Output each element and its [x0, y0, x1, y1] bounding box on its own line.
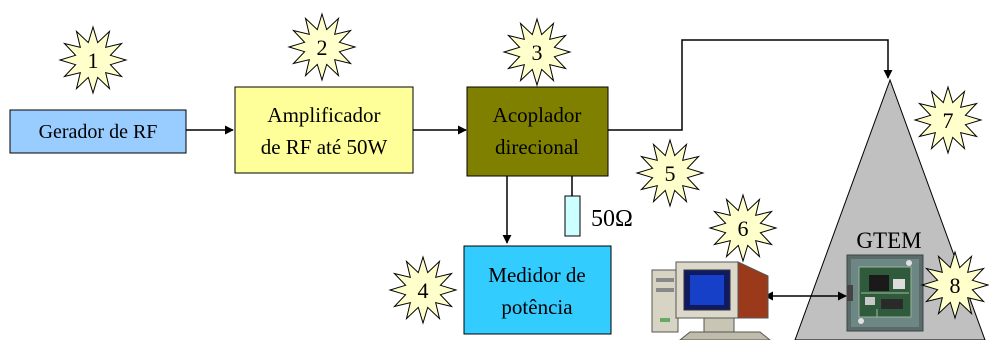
amplifier-label-line1: Amplificador [267, 103, 380, 127]
starburst-number: 4 [418, 278, 429, 303]
power-meter-block [463, 245, 612, 335]
amplifier-block [234, 86, 414, 174]
amplifier-label-line2: de RF até 50W [261, 135, 388, 159]
starburst-7: 7 [913, 85, 983, 155]
power-meter-label-line1: Medidor de [488, 263, 585, 287]
coupler-block [466, 86, 609, 177]
coupler-label-line2: direcional [495, 135, 579, 159]
starburst-number: 5 [665, 161, 676, 186]
load-label: 50Ω [591, 206, 633, 232]
computer-icon [651, 261, 771, 340]
starburst-6: 6 [708, 193, 778, 263]
starburst-4: 4 [388, 255, 458, 325]
starburst-2: 2 [287, 12, 357, 82]
starburst-number: 2 [317, 35, 328, 60]
starburst-shape [287, 12, 357, 82]
rf-generator-label: Gerador de RF [39, 121, 158, 143]
starburst-shape [502, 17, 572, 87]
starburst-shape [708, 193, 778, 263]
starburst-number: 1 [88, 48, 99, 73]
starburst-number: 6 [738, 216, 749, 241]
starburst-shape [388, 255, 458, 325]
circuit-board-icon [846, 254, 924, 332]
coupler-label-line1: Acoplador [493, 103, 582, 127]
starburst-number: 3 [532, 40, 543, 65]
starburst-shape [58, 25, 128, 95]
load-resistor [564, 195, 581, 237]
starburst-5: 5 [635, 138, 705, 208]
power-meter-label-line2: potência [501, 295, 573, 319]
starburst-8: 8 [920, 250, 989, 320]
numbered-starbursts: 1 2 3 4 5 6 7 8 [58, 12, 989, 325]
starburst-number: 8 [950, 273, 961, 298]
rf-generator-block [9, 109, 187, 154]
arrow-coupler-to-gtem [608, 39, 893, 131]
gtem-label: GTEM [856, 228, 921, 253]
starburst-shape [635, 138, 705, 208]
starburst-shape [920, 250, 989, 320]
starburst-1: 1 [58, 25, 128, 95]
starburst-3: 3 [502, 17, 572, 87]
starburst-shape [913, 85, 983, 155]
starburst-number: 7 [943, 108, 954, 133]
